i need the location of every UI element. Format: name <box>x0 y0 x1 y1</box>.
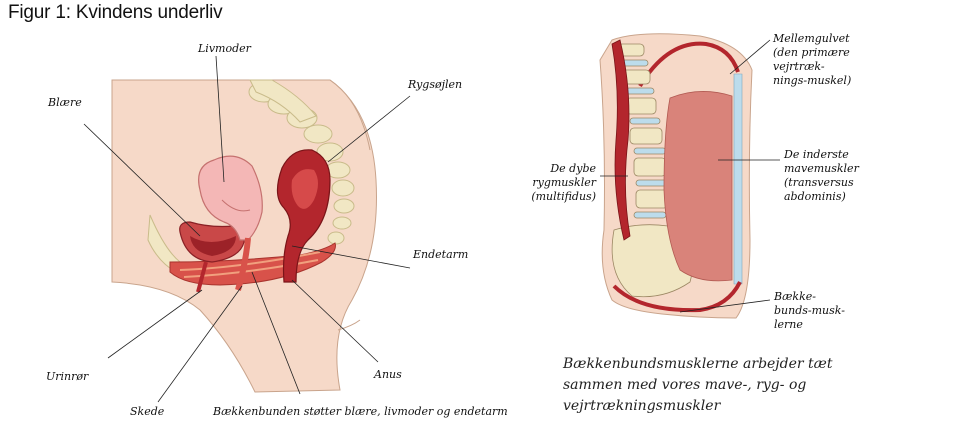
label-anus: Anus <box>374 368 402 381</box>
uterus <box>198 155 263 241</box>
multifidus <box>611 39 631 241</box>
label-mellemgulvet: Mellemgulvet (den primære vejrtræk- ning… <box>773 32 851 88</box>
diaphragm <box>638 41 740 88</box>
torso-illustration <box>599 33 780 319</box>
label-inderste-line: De inderste <box>784 148 849 161</box>
label-blaere: Blære <box>48 96 82 109</box>
label-mellemgulvet-line: vejrtræk- <box>773 60 825 73</box>
label-inderste-line: abdominis) <box>784 190 846 203</box>
label-inderste-mavemuskler: De inderste mavemuskler (transversus abd… <box>784 148 859 204</box>
label-baekken-line: Bække- <box>774 290 816 303</box>
label-baekkenbunden: Bækkenbunden støtter blære, livmoder og … <box>213 405 508 418</box>
transversus-abdominis <box>663 91 733 282</box>
label-baekken-line: lerne <box>774 318 803 331</box>
caption-line: Bækkenbundsmusklerne arbejder tæt <box>563 356 833 372</box>
caption-line: vejrtrækningsmuskler <box>563 398 721 414</box>
label-rygsoejlen: Rygsøjlen <box>408 78 463 91</box>
label-mellemgulvet-line: nings-muskel) <box>773 74 852 87</box>
label-inderste-line: mavemuskler <box>784 162 859 175</box>
label-mellemgulvet-line: (den primære <box>773 46 850 59</box>
label-endetarm: Endetarm <box>413 248 469 261</box>
label-dybe-rygmuskler: De dybe rygmuskler (multifidus) <box>522 162 596 204</box>
label-dybe-line: rygmuskler <box>532 176 596 189</box>
pelvis-illustration <box>83 55 411 403</box>
label-urinroer: Urinrør <box>46 370 89 383</box>
label-dybe-line: De dybe <box>550 162 596 175</box>
label-dybe-line: (multifidus) <box>531 190 596 203</box>
label-skede: Skede <box>130 405 165 418</box>
pelvic-floor-arc <box>612 281 742 313</box>
label-inderste-line: (transversus <box>784 176 854 189</box>
figure-title: Figur 1: Kvindens underliv <box>8 2 223 23</box>
caption: Bækkenbundsmusklerne arbejder tæt sammen… <box>563 354 863 417</box>
label-livmoder: Livmoder <box>198 42 251 55</box>
label-mellemgulvet-line: Mellemgulvet <box>773 32 850 45</box>
label-baekkenbundsmusklerne: Bække- bunds-musk- lerne <box>774 290 845 332</box>
label-baekken-line: bunds-musk- <box>774 304 845 317</box>
caption-line: sammen med vores mave-, ryg- og <box>563 377 807 393</box>
